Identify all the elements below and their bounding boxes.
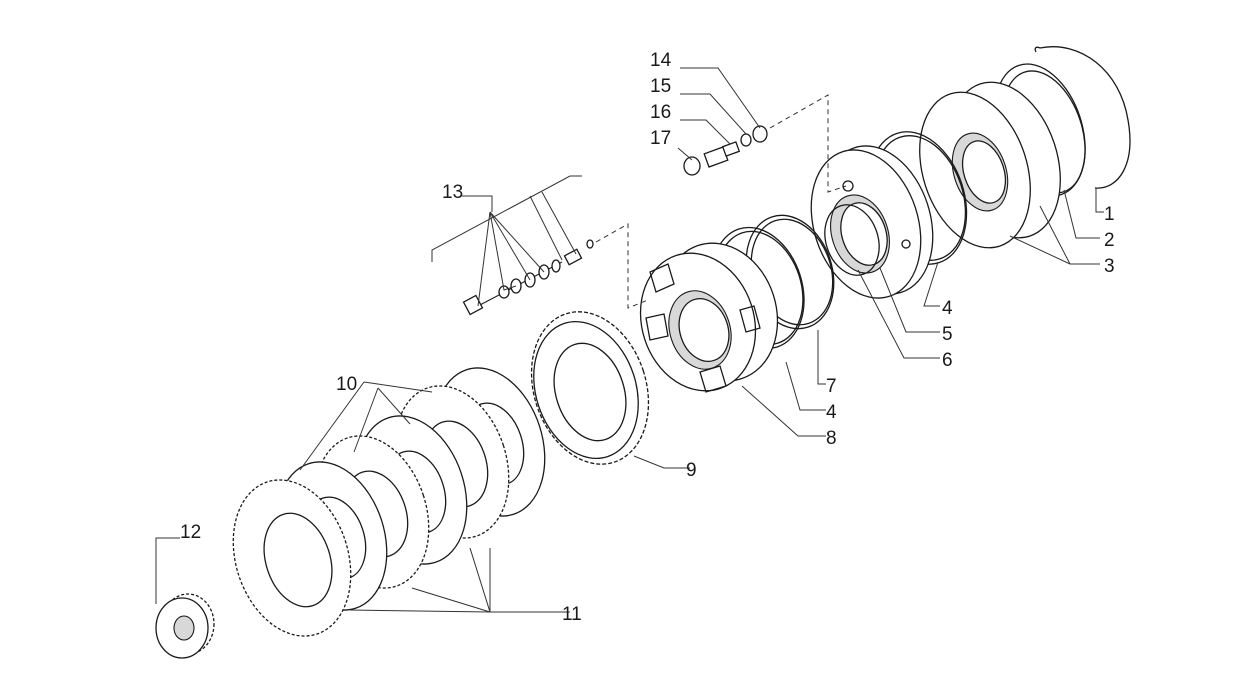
callout-6: 6: [942, 350, 953, 371]
callout-3: 3: [1104, 256, 1115, 277]
callout-4-lower: 4: [826, 402, 837, 423]
callout-9: 9: [686, 460, 697, 481]
piston-part-5-6: [810, 145, 934, 299]
callout-4-upper: 4: [942, 298, 953, 319]
bolt-assembly-part-13: [462, 239, 594, 316]
gear-part-12: [155, 593, 215, 659]
callout-labels: 1 2 3 4 5 6 7 4 8 9 10 11 12 13 14 15 16…: [180, 50, 1115, 625]
callout-15: 15: [650, 76, 671, 97]
callout-16: 16: [650, 102, 671, 123]
clutch-housing-part-8: [639, 242, 779, 393]
callout-11: 11: [562, 604, 582, 625]
callout-2: 2: [1104, 230, 1115, 251]
clutch-disc-stack-part-10-11: [232, 367, 546, 637]
assembly-lines: [595, 94, 847, 309]
callout-7: 7: [826, 376, 837, 397]
callout-1: 1: [1104, 204, 1115, 225]
callout-5: 5: [942, 324, 953, 345]
valve-fitting-parts-14-17: [683, 125, 768, 176]
steel-plate-part-9: [530, 311, 650, 465]
callout-10: 10: [336, 374, 357, 395]
leader-lines: [155, 67, 1104, 613]
callout-8: 8: [826, 428, 837, 449]
callout-12: 12: [180, 522, 201, 543]
callout-13: 13: [442, 182, 463, 203]
callout-14: 14: [650, 50, 672, 71]
pressure-plate-part-3: [919, 81, 1061, 249]
snap-ring-part-1: [1034, 46, 1131, 189]
callout-17: 17: [650, 128, 671, 149]
